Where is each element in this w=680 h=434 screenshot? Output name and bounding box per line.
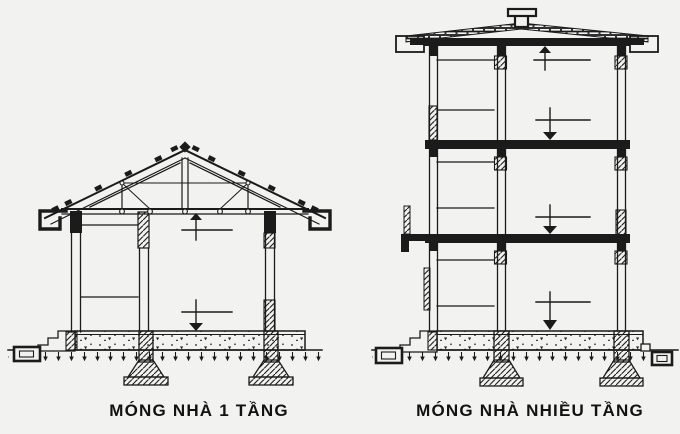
footing-center xyxy=(479,330,524,387)
drain-gutter-right xyxy=(640,343,674,367)
floor-slab-2 xyxy=(401,234,630,252)
eave-gutter-right xyxy=(302,209,332,231)
level-marker-floor3 xyxy=(535,107,591,140)
roof-slab xyxy=(424,38,630,46)
drain-gutter-left xyxy=(374,346,404,365)
caption-single-story: MÓNG NHÀ 1 TẦNG xyxy=(109,401,289,420)
right-wall xyxy=(263,211,276,332)
eave-gutter-left xyxy=(38,209,68,231)
footing-right xyxy=(599,330,644,387)
single-story-section xyxy=(7,141,332,386)
level-marker-floor xyxy=(181,299,233,331)
left-wall xyxy=(70,211,82,333)
ground-hatch-strip xyxy=(8,350,322,361)
left-wall xyxy=(403,45,439,332)
level-marker-roof xyxy=(533,46,591,71)
multi-story-section xyxy=(371,7,679,387)
entry-steps xyxy=(399,330,438,353)
truss-bolts xyxy=(119,180,251,215)
purlins xyxy=(51,145,319,213)
level-marker-floor2 xyxy=(535,204,591,234)
footing-left xyxy=(123,330,169,386)
level-marker-ground xyxy=(535,291,591,330)
level-marker-ceiling xyxy=(181,213,233,241)
ground-hatch-strip xyxy=(372,350,678,361)
caption-multi-story: MÓNG NHÀ NHIỀU TẦNG xyxy=(416,401,644,420)
roof-vent xyxy=(506,7,538,29)
footing-right xyxy=(248,330,294,386)
middle-column xyxy=(137,211,150,332)
drain-gutter xyxy=(12,345,42,363)
roof-truss xyxy=(43,141,327,225)
center-column xyxy=(493,45,508,332)
foundation-slab xyxy=(436,330,644,351)
floor-slab-1 xyxy=(425,140,630,149)
entry-steps xyxy=(37,330,78,352)
bay-lines xyxy=(436,59,495,307)
right-wall xyxy=(614,45,628,332)
window-lines xyxy=(80,224,139,298)
flat-roof xyxy=(395,7,659,53)
